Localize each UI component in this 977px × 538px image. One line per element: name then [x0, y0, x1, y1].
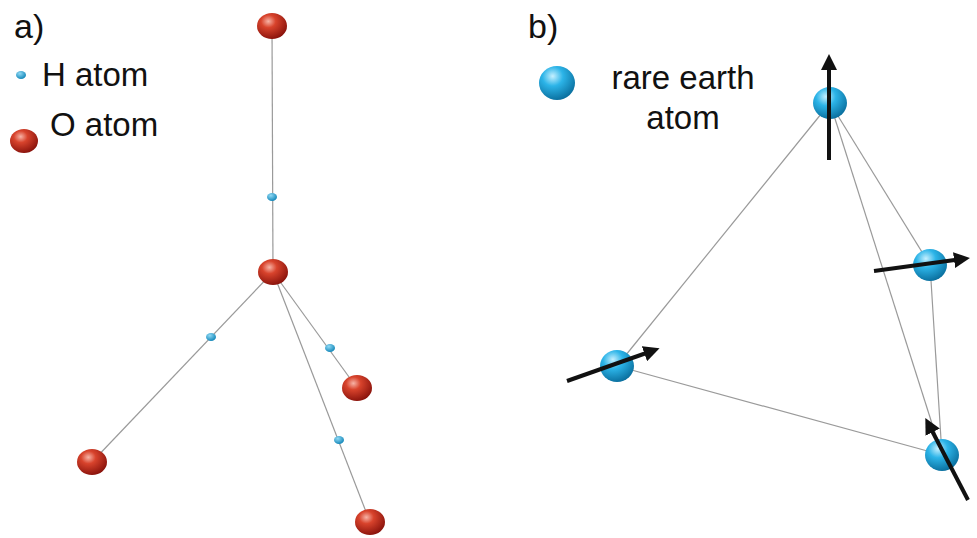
panel-label: b): [528, 6, 558, 47]
tetrahedron-edges: [617, 103, 942, 455]
legend-sample: [539, 66, 575, 100]
legend-text: H atom: [42, 55, 148, 95]
rare-earth-atoms: [600, 87, 959, 471]
legend-text: rare earth atom: [588, 58, 778, 139]
spin-arrows: [567, 62, 968, 500]
bond-lines: [92, 26, 370, 522]
panel-label: a): [14, 6, 44, 47]
legend-samples: [10, 71, 38, 153]
legend-text: O atom: [50, 105, 158, 145]
